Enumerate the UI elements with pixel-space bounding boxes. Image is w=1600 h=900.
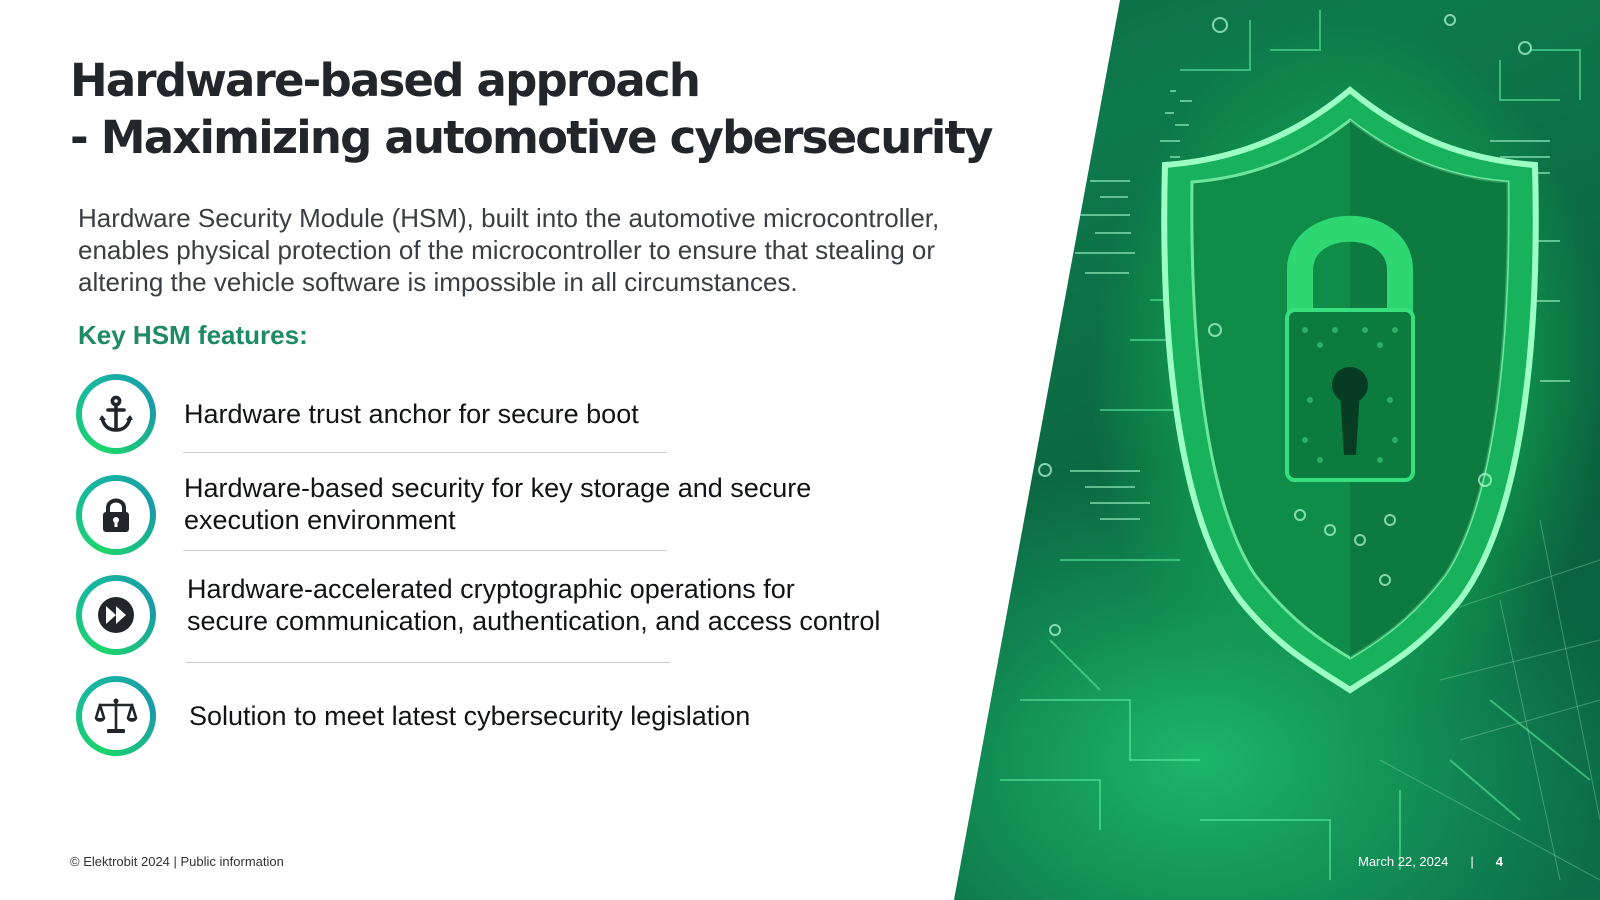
footer-date: March 22, 2024 (1358, 854, 1449, 869)
intro-line-3: altering the vehicle software is impossi… (78, 267, 798, 297)
feature-badge (76, 676, 156, 756)
padlock-icon (103, 498, 129, 532)
scales-icon (94, 698, 138, 733)
footer-meta: March 22, 2024 | 4 (1358, 854, 1503, 869)
intro-line-1: Hardware Security Module (HSM), built in… (78, 203, 940, 233)
intro-line-2: enables physical protection of the micro… (78, 235, 936, 265)
intro-paragraph: Hardware Security Module (HSM), built in… (78, 202, 1038, 298)
anchor-icon (99, 395, 133, 432)
feature-badge (76, 475, 156, 555)
divider (183, 452, 667, 453)
features-heading: Key HSM features: (78, 320, 308, 350)
feature-text-2: Hardware-based security for key storage … (184, 473, 812, 535)
title-line-1: Hardware-based approach (70, 54, 701, 107)
page-title: Hardware-based approach - Maximizing aut… (70, 52, 1130, 166)
divider (183, 550, 667, 551)
feature-badge (76, 374, 156, 454)
feature-badge (76, 575, 156, 655)
feature-text-4: Solution to meet latest cybersecurity le… (189, 701, 751, 731)
footer-copyright: © Elektrobit 2024 | Public information (70, 854, 284, 869)
feature-text-1: Hardware trust anchor for secure boot (184, 399, 639, 429)
divider (186, 662, 670, 663)
page-number: 4 (1495, 854, 1503, 869)
fast-forward-icon (98, 597, 134, 633)
footer-separator: | (1470, 854, 1474, 869)
title-line-2: - Maximizing automotive cybersecurity (70, 111, 993, 164)
feature-text-3: Hardware-accelerated cryptographic opera… (187, 574, 881, 636)
